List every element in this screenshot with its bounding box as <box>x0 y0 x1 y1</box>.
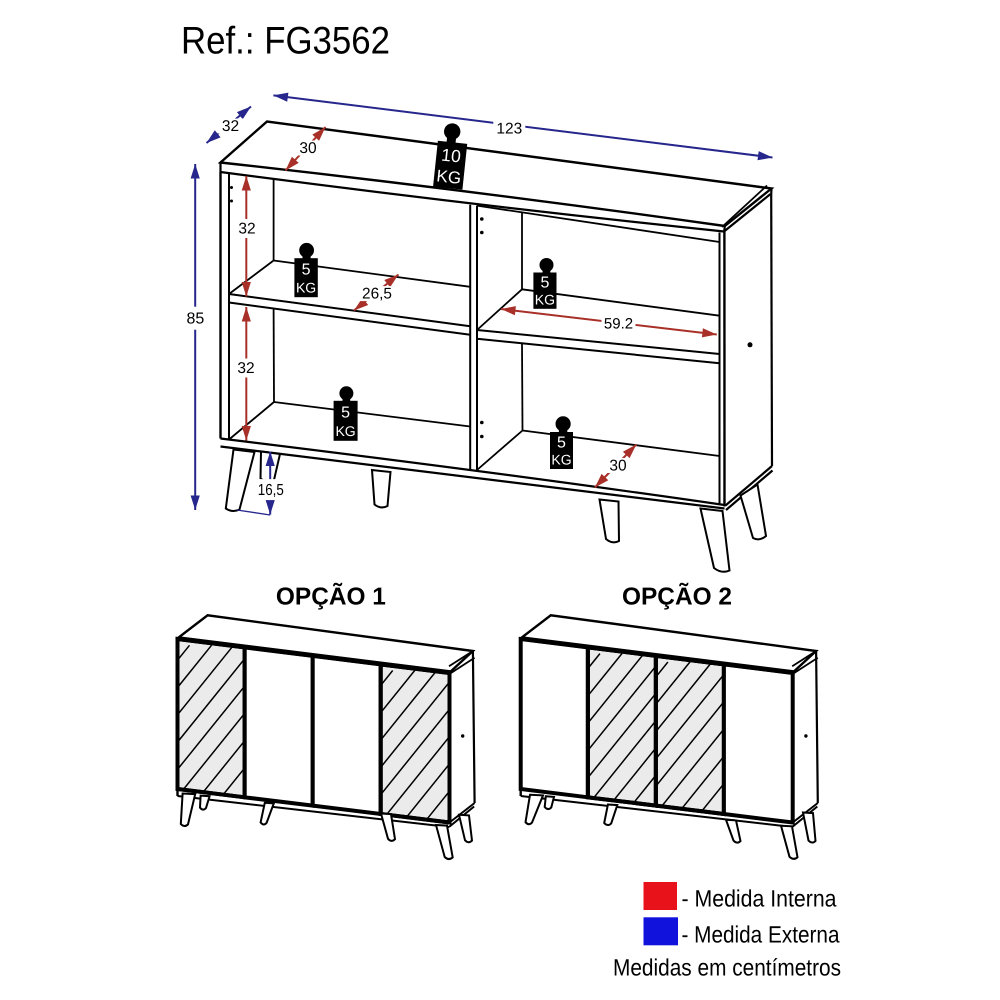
svg-text:5: 5 <box>302 262 311 279</box>
svg-text:KG: KG <box>551 452 571 468</box>
svg-text:16,5: 16,5 <box>258 482 284 499</box>
svg-text:OPÇÃO 2: OPÇÃO 2 <box>622 583 732 611</box>
svg-text:- Medida Interna: - Medida Interna <box>682 887 838 913</box>
svg-text:32: 32 <box>222 118 239 135</box>
svg-text:32: 32 <box>237 360 254 377</box>
svg-text:85: 85 <box>187 310 205 327</box>
svg-text:KG: KG <box>335 423 355 439</box>
svg-text:KG: KG <box>436 166 462 187</box>
svg-text:30: 30 <box>609 458 627 475</box>
svg-text:123: 123 <box>496 121 522 138</box>
svg-text:KG: KG <box>535 291 555 307</box>
svg-text:32: 32 <box>238 221 255 238</box>
svg-text:5: 5 <box>557 435 566 452</box>
svg-text:KG: KG <box>296 280 316 296</box>
svg-text:59.2: 59.2 <box>604 316 633 333</box>
svg-text:Ref.: FG3562: Ref.: FG3562 <box>181 20 390 63</box>
svg-text:26,5: 26,5 <box>362 286 392 303</box>
svg-text:30: 30 <box>299 140 317 157</box>
svg-text:- Medida Externa: - Medida Externa <box>682 923 841 949</box>
svg-text:5: 5 <box>341 405 350 422</box>
svg-text:OPÇÃO 1: OPÇÃO 1 <box>276 583 386 611</box>
svg-text:5: 5 <box>540 275 549 292</box>
svg-text:10: 10 <box>440 145 462 167</box>
svg-text:Medidas em centímetros: Medidas em centímetros <box>613 956 841 982</box>
